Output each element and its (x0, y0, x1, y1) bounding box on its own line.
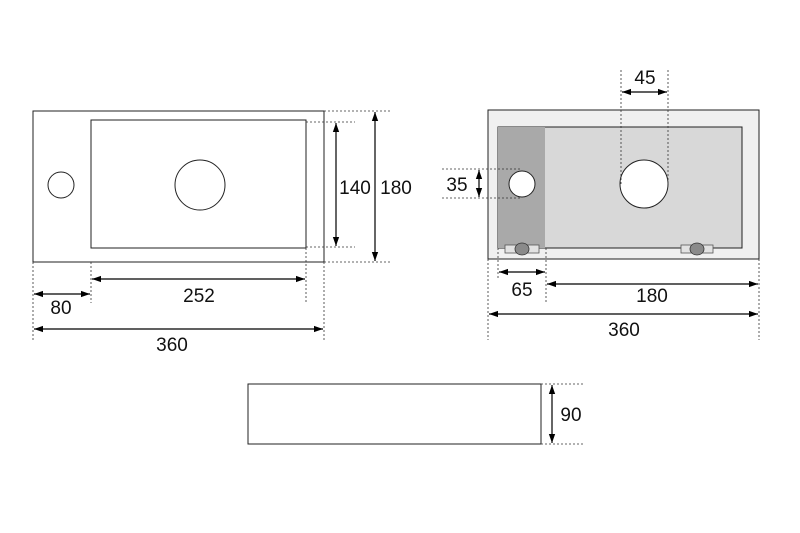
dim-label-252: 252 (183, 286, 215, 307)
dim-label-35: 35 (446, 175, 467, 196)
bracket-right-knob-icon (689, 242, 705, 256)
drain-hole-icon (174, 159, 226, 211)
bracket-left-knob-icon (514, 242, 530, 256)
dim-label-360b: 360 (608, 320, 640, 341)
dim-label-80: 80 (50, 298, 71, 319)
dim-label-65: 65 (511, 280, 532, 301)
dim-label-360: 360 (156, 335, 188, 356)
dim-label-45: 45 (634, 68, 655, 89)
top-outer-outline (32, 110, 325, 263)
dim-label-180b: 180 (636, 286, 668, 307)
dim-label-140: 140 (339, 178, 371, 199)
top-view: 80 252 360 140 180 (32, 110, 412, 356)
bottom-tap-hole-icon (508, 170, 536, 198)
dim-label-90: 90 (560, 405, 581, 426)
dim-label-180: 180 (380, 178, 412, 199)
side-outline (247, 383, 542, 445)
top-basin-outline (90, 119, 307, 249)
bottom-view: 45 35 65 180 360 (442, 68, 760, 341)
tap-hole-icon (47, 171, 75, 199)
bottom-drain-hole-icon (619, 159, 669, 209)
side-view: 90 (247, 383, 585, 445)
